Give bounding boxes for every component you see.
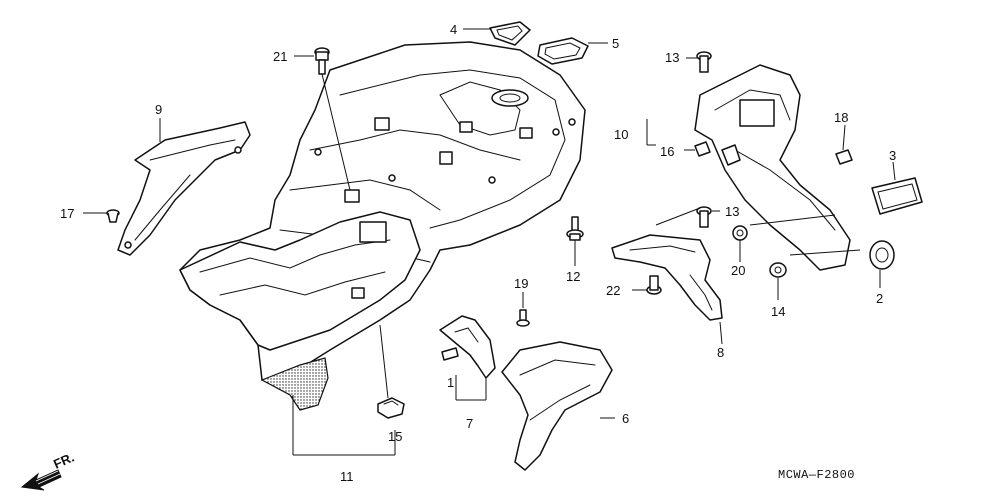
callout-11: 11: [340, 469, 354, 484]
callout-12: 12: [566, 269, 580, 284]
leader-lines: [83, 28, 896, 456]
callout-13-top: 13: [665, 50, 679, 65]
gasket-5: [537, 37, 589, 65]
callout-1: 1: [447, 375, 454, 390]
nut-14: [769, 262, 787, 278]
screw-12: [566, 216, 584, 241]
callout-2: 2: [876, 291, 883, 306]
collar-20: [732, 225, 748, 241]
grommet-2: [869, 240, 895, 270]
splash-guard-6: [501, 341, 613, 471]
front-arrow-icon: [20, 469, 62, 491]
bolt-13-top: [696, 51, 712, 73]
reflector-3: [871, 177, 923, 215]
callout-17: 17: [60, 206, 74, 221]
rear-fender-bracket: [694, 64, 851, 271]
callout-19: 19: [514, 276, 528, 291]
bolt-19: [516, 309, 530, 327]
callout-16: 16: [660, 144, 674, 159]
callout-22: 22: [606, 283, 620, 298]
clip-nut-15: [377, 397, 405, 419]
callout-10: 10: [614, 127, 628, 142]
callout-20: 20: [731, 263, 745, 278]
callout-5: 5: [612, 36, 619, 51]
bolt-22: [646, 275, 662, 295]
front-direction-indicator: FR.: [20, 450, 76, 491]
callout-7: 7: [466, 416, 473, 431]
inner-fender-main: [179, 41, 586, 381]
stay-8: [611, 234, 723, 321]
bolt-13-mid: [696, 206, 712, 228]
callout-9: 9: [155, 102, 162, 117]
callout-14: 14: [771, 304, 785, 319]
callout-6: 6: [622, 411, 629, 426]
callout-3: 3: [889, 148, 896, 163]
clip-16: [694, 141, 711, 157]
callout-4: 4: [450, 22, 457, 37]
bolt-21: [314, 47, 330, 75]
callout-labels: 1 2 3 4 5 6 7 8 9 10 11 12 13 13 14 15 1…: [60, 22, 896, 484]
callout-8: 8: [717, 345, 724, 360]
inner-fender-lower: [179, 211, 421, 411]
callout-15: 15: [388, 429, 402, 444]
nut-18: [835, 149, 853, 165]
callout-18: 18: [834, 110, 848, 125]
gasket-4: [489, 21, 531, 46]
diagram-code: MCWA—F2800: [778, 468, 855, 482]
callout-13-mid: 13: [725, 204, 739, 219]
bracket-left: [117, 121, 251, 256]
callout-21: 21: [273, 49, 287, 64]
front-label: FR.: [51, 450, 76, 472]
clip-17: [106, 209, 120, 223]
bracket-7: [439, 315, 496, 379]
